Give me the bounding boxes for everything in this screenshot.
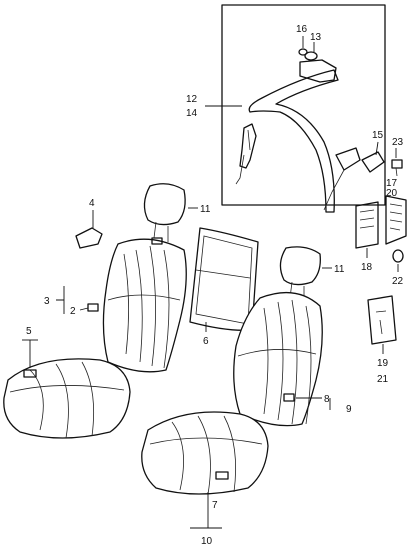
callout-19: 19 (377, 358, 389, 369)
callout-11-left: 11 (200, 204, 211, 215)
anchor-bolt-13 (304, 51, 318, 61)
lever-cover-19 (367, 295, 397, 354)
callout-7: 7 (212, 500, 218, 511)
trim-cover-20 (385, 195, 407, 245)
belt-retractor (335, 147, 361, 171)
trim-cover-18 (355, 201, 379, 258)
belt-webbing (248, 69, 339, 213)
callout-5: 5 (26, 326, 32, 337)
bolt-23 (391, 148, 403, 177)
callout-16: 16 (296, 24, 308, 35)
bracket-4 (75, 210, 103, 249)
cushion-left (3, 339, 131, 439)
callout-10: 10 (201, 536, 213, 547)
seatback-left (87, 237, 187, 373)
callout-23: 23 (392, 137, 404, 148)
callout-6: 6 (203, 336, 209, 347)
callout-3: 3 (44, 296, 50, 307)
seatback-right (233, 292, 323, 427)
callout-8: 8 (324, 394, 330, 405)
callout-4: 4 (89, 198, 95, 209)
belt-upper-anchor (299, 59, 337, 83)
callout-18: 18 (361, 262, 373, 273)
cushion-right (141, 411, 269, 529)
callout-17: 17 (386, 178, 398, 189)
callout-15: 15 (372, 130, 384, 141)
seat-belt-box (221, 4, 386, 206)
callout-13: 13 (310, 32, 322, 43)
belt-tongue (239, 123, 257, 169)
headrest-right (279, 246, 332, 302)
washer-16 (298, 48, 308, 56)
callout-12: 12 (186, 94, 198, 105)
callout-2: 2 (70, 306, 76, 317)
cap-22 (392, 249, 404, 272)
headrest-left (143, 183, 198, 242)
callout-9: 9 (346, 404, 352, 415)
callout-14: 14 (186, 108, 198, 119)
callout-11-right: 11 (334, 264, 345, 275)
callout-20: 20 (386, 188, 398, 199)
callout-21: 21 (377, 374, 389, 385)
callout-22: 22 (392, 276, 404, 287)
seat-belt-group (205, 4, 386, 213)
belt-buckle-15 (361, 151, 385, 173)
